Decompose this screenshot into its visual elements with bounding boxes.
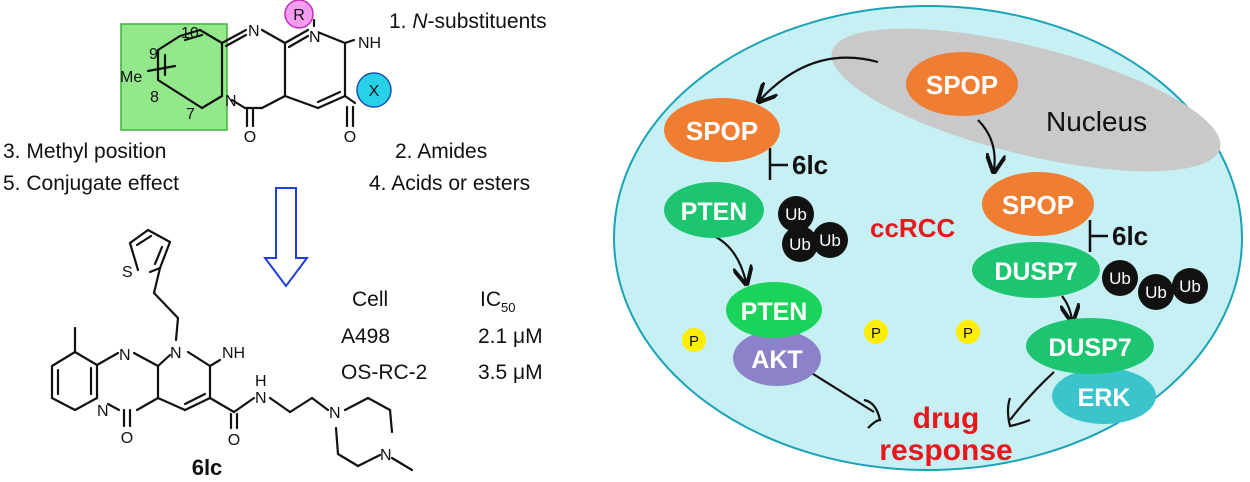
table-header-cell: Cell bbox=[352, 288, 388, 311]
position-8: 8 bbox=[150, 89, 159, 106]
n-label-6lc-2: N bbox=[170, 345, 182, 362]
pten-node-2 bbox=[726, 282, 822, 338]
ub-cluster-left: Ub Ub Ub bbox=[778, 196, 848, 262]
optimization-arrow bbox=[263, 187, 309, 288]
thiophene-s-label: S bbox=[122, 264, 133, 281]
n-label-6lc-3: N bbox=[97, 403, 109, 420]
amide-n-label: N bbox=[255, 390, 267, 407]
ub-cluster-right: Ub Ub Ub bbox=[1102, 260, 1208, 310]
arrow-dusp7 bbox=[1062, 295, 1072, 320]
piperazine-n-label-2: N bbox=[380, 447, 392, 464]
ub-label-l2: Ub bbox=[789, 235, 811, 254]
modification-1: 1. N-substituents bbox=[389, 10, 547, 33]
imine-label-6lc: NH bbox=[222, 345, 245, 362]
ring-n-label-3: N bbox=[225, 93, 237, 110]
drug-response-line-1: drug bbox=[913, 402, 980, 435]
erk-label: ERK bbox=[1078, 384, 1131, 412]
ketone-o-label-6lc: O bbox=[121, 430, 133, 447]
akt-label: AKT bbox=[751, 346, 802, 374]
compound-6lc-structure bbox=[50, 228, 414, 472]
spop-left-label: SPOP bbox=[686, 116, 758, 146]
ub-label-r1: Ub bbox=[1109, 269, 1131, 288]
ring-n-label-2: N bbox=[309, 29, 321, 46]
sar-scheme: R X NH N N N O O Me 10 9 8 7 1. N-substi… bbox=[3, 0, 547, 480]
methyl-label: Me bbox=[120, 69, 142, 86]
spop-right bbox=[982, 172, 1094, 236]
arrow-spop-right bbox=[977, 119, 995, 170]
arrow-pten bbox=[713, 235, 746, 282]
nucleus-label: Nucleus bbox=[1046, 106, 1147, 137]
arrow-erk-head bbox=[1006, 397, 1031, 428]
piperazine-n-label-1: N bbox=[329, 405, 341, 422]
table-row-2-cell: OS-RC-2 bbox=[341, 361, 427, 384]
position-7: 7 bbox=[186, 106, 195, 123]
erk-node bbox=[1052, 368, 1156, 424]
dusp7-node-1 bbox=[972, 242, 1100, 298]
akt-node bbox=[733, 330, 821, 386]
ring-n-label-1: N bbox=[248, 23, 260, 40]
ub-label-l1: Ub bbox=[785, 205, 807, 224]
methyl-region-box bbox=[120, 23, 228, 131]
phosphate-label-1: P bbox=[689, 333, 699, 350]
phosphate-label-2: P bbox=[871, 325, 881, 342]
spop-left bbox=[664, 98, 780, 162]
dusp7-node-2 bbox=[1026, 318, 1154, 374]
core-scaffold bbox=[146, 18, 357, 128]
amide-h-label: H bbox=[255, 373, 267, 390]
pathway-diagram: Nucleus 6lc 6lc SPOP SPOP SPOP PTEN Ub bbox=[613, 5, 1243, 471]
amide-o-label-6lc: O bbox=[228, 432, 240, 449]
ketone-o-label: O bbox=[244, 129, 256, 146]
spop-nuclear-label: SPOP bbox=[926, 70, 998, 100]
pten-node-1 bbox=[664, 182, 764, 238]
drug-response-line-2: response bbox=[879, 434, 1012, 467]
imine-label: NH bbox=[358, 35, 381, 52]
modification-5: 5. Conjugate effect bbox=[3, 172, 179, 195]
ic50-table: Cell IC50 A498 2.1 μM OS-RC-2 3.5 μM bbox=[341, 288, 543, 384]
ub-label-r2: Ub bbox=[1145, 283, 1167, 302]
modification-2: 2. Amides bbox=[395, 140, 487, 163]
arrow-nuclear-export bbox=[760, 56, 879, 100]
dusp7-label-2: DUSP7 bbox=[1048, 334, 1131, 362]
r-group-label: R bbox=[293, 7, 305, 24]
modification-4: 4. Acids or esters bbox=[369, 172, 530, 195]
inhibitor-label-left: 6lc bbox=[792, 150, 828, 180]
inhibitor-label-right: 6lc bbox=[1112, 221, 1148, 251]
ub-label-l3: Ub bbox=[819, 231, 841, 250]
spop-nuclear bbox=[906, 52, 1018, 116]
table-row-1-cell: A498 bbox=[341, 325, 390, 348]
compound-label: 6lc bbox=[192, 455, 223, 480]
table-row-2-ic50: 3.5 μM bbox=[478, 361, 543, 384]
pten-label-2: PTEN bbox=[741, 298, 808, 326]
x-group-label: X bbox=[369, 83, 380, 100]
arrow-erk-to-response bbox=[1009, 371, 1055, 421]
ccrcc-label: ccRCC bbox=[870, 213, 955, 243]
pten-label-1: PTEN bbox=[681, 198, 748, 226]
n-label-6lc-1: N bbox=[119, 347, 131, 364]
phosphate-label-3: P bbox=[963, 325, 973, 342]
modification-3: 3. Methyl position bbox=[3, 140, 166, 163]
position-9: 9 bbox=[149, 46, 158, 63]
r-group-circle bbox=[284, 0, 314, 29]
table-row-1-ic50: 2.1 μM bbox=[478, 325, 543, 348]
dusp7-label-1: DUSP7 bbox=[994, 258, 1077, 286]
x-group-circle bbox=[356, 72, 392, 108]
spop-right-label: SPOP bbox=[1002, 190, 1074, 220]
table-header-ic50: IC50 bbox=[480, 288, 515, 315]
phosphate-group: P P P bbox=[682, 320, 980, 352]
arrow-akt-to-response bbox=[809, 371, 875, 413]
ub-label-r3: Ub bbox=[1179, 277, 1201, 296]
amide-o-label: O bbox=[344, 129, 356, 146]
arrow-akt-head bbox=[863, 398, 882, 429]
position-10: 10 bbox=[181, 25, 199, 42]
